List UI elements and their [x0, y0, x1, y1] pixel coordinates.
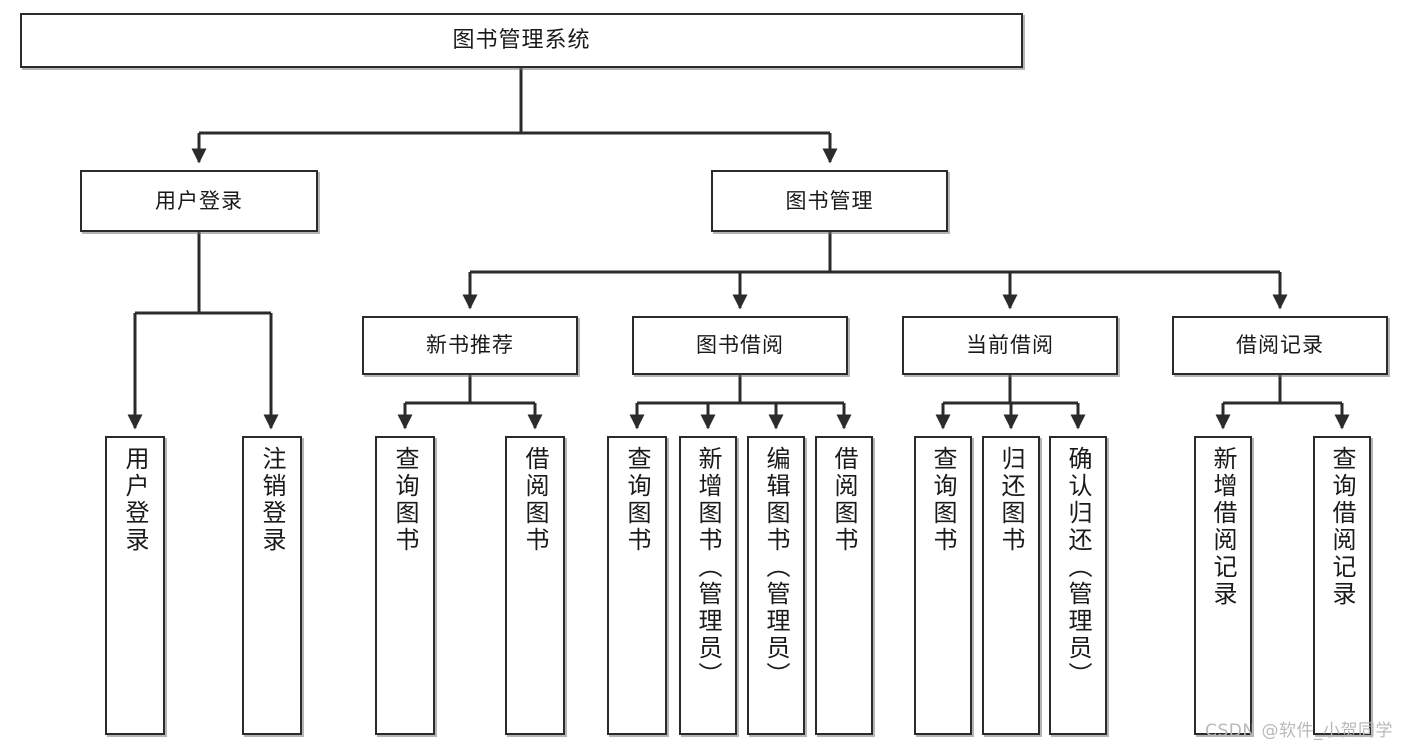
node-user-login[interactable]: 用户登录: [80, 170, 318, 232]
leaf-user-login[interactable]: 用户登录: [105, 436, 165, 735]
node-book-borrow[interactable]: 图书借阅: [632, 316, 848, 375]
leaf-edit-book-label: 编辑图书（管理员）: [762, 446, 790, 689]
leaf-return-book[interactable]: 归还图书: [982, 436, 1040, 735]
node-book-manage-label: 图书管理: [785, 188, 874, 213]
leaf-query-book-3[interactable]: 查询图书: [914, 436, 972, 735]
leaf-add-record-label: 新增借阅记录: [1209, 446, 1237, 608]
leaf-query-book-2-label: 查询图书: [623, 446, 651, 554]
leaf-query-book-3-label: 查询图书: [929, 446, 957, 554]
leaf-confirm-return-label: 确认归还（管理员）: [1064, 446, 1092, 689]
leaf-add-book-label: 新增图书（管理员）: [694, 446, 722, 689]
node-current-borrow[interactable]: 当前借阅: [902, 316, 1118, 375]
leaf-borrow-book-2-label: 借阅图书: [830, 446, 858, 554]
leaf-user-login-label: 用户登录: [121, 446, 149, 554]
leaf-edit-book[interactable]: 编辑图书（管理员）: [747, 436, 805, 735]
node-root-label: 图书管理系统: [452, 27, 591, 53]
leaf-query-record[interactable]: 查询借阅记录: [1313, 436, 1371, 735]
leaf-confirm-return[interactable]: 确认归还（管理员）: [1049, 436, 1107, 735]
leaf-add-book[interactable]: 新增图书（管理员）: [679, 436, 737, 735]
leaf-borrow-book-1[interactable]: 借阅图书: [505, 436, 565, 735]
node-borrow-record[interactable]: 借阅记录: [1172, 316, 1388, 375]
node-borrow-record-label: 借阅记录: [1236, 333, 1324, 358]
leaf-logout[interactable]: 注销登录: [242, 436, 302, 735]
leaf-add-record[interactable]: 新增借阅记录: [1194, 436, 1252, 735]
leaf-query-book-1-label: 查询图书: [391, 446, 419, 554]
node-book-manage[interactable]: 图书管理: [711, 170, 948, 232]
node-new-book-recommend[interactable]: 新书推荐: [362, 316, 578, 375]
node-book-borrow-label: 图书借阅: [696, 333, 784, 358]
leaf-return-book-label: 归还图书: [997, 446, 1025, 554]
node-new-book-recommend-label: 新书推荐: [426, 333, 514, 358]
leaf-query-book-2[interactable]: 查询图书: [607, 436, 667, 735]
leaf-query-record-label: 查询借阅记录: [1328, 446, 1356, 608]
watermark: CSDN @软件_小贺同学: [1205, 721, 1393, 741]
node-root[interactable]: 图书管理系统: [20, 13, 1023, 68]
leaf-query-book-1[interactable]: 查询图书: [375, 436, 435, 735]
node-current-borrow-label: 当前借阅: [966, 333, 1054, 358]
leaf-logout-label: 注销登录: [258, 446, 286, 554]
leaf-borrow-book-1-label: 借阅图书: [521, 446, 549, 554]
leaf-borrow-book-2[interactable]: 借阅图书: [815, 436, 873, 735]
node-user-login-label: 用户登录: [155, 188, 243, 213]
